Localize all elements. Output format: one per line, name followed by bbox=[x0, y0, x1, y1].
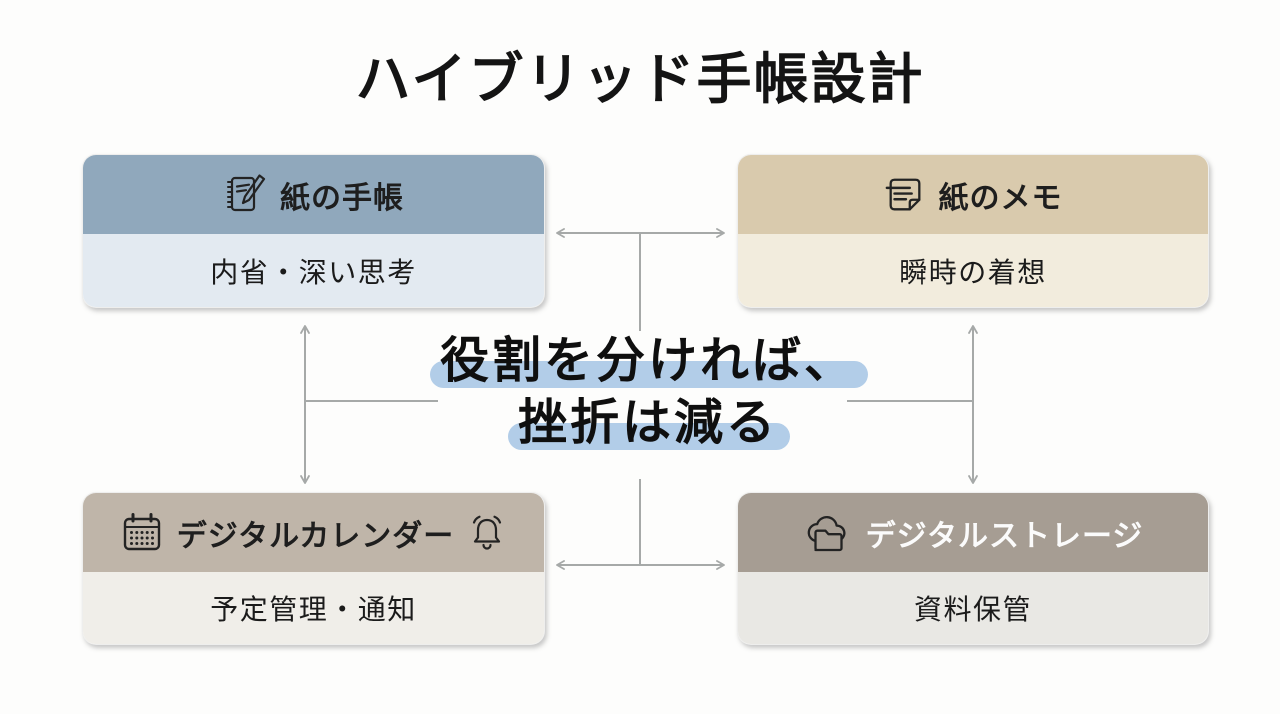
node-digital-storage-header: デジタルストレージ bbox=[738, 493, 1208, 572]
center-message: 役割を分ければ、 挫折は減る bbox=[429, 330, 869, 454]
page-title: ハイブリッド手帳設計 bbox=[355, 48, 925, 110]
node-digital-storage-description: 資料保管 bbox=[738, 572, 1208, 644]
node-paper-memo-header: 紙のメモ bbox=[738, 155, 1208, 234]
node-digital-storage-label: デジタルストレージ bbox=[865, 519, 1144, 553]
node-paper-notebook: 紙の手帳 内省・深い思考 bbox=[82, 154, 545, 308]
node-digital-storage: デジタルストレージ 資料保管 bbox=[737, 492, 1209, 645]
node-paper-notebook-header: 紙の手帳 bbox=[83, 155, 544, 234]
node-digital-calendar-label: デジタルカレンダー bbox=[176, 519, 455, 553]
node-paper-memo-label: 紙のメモ bbox=[938, 181, 1063, 215]
center-message-line1: 役割を分ければ、 bbox=[429, 330, 869, 392]
node-paper-memo: 紙のメモ 瞬時の着想 bbox=[737, 154, 1209, 308]
node-digital-calendar: デジタルカレンダー 予定管理・通知 bbox=[82, 492, 545, 645]
node-digital-calendar-description: 予定管理・通知 bbox=[83, 572, 544, 644]
center-message-line2: 挫折は減る bbox=[507, 392, 791, 454]
cloud-folder-icon bbox=[803, 510, 853, 556]
memo-icon bbox=[884, 174, 926, 216]
notebook-pen-icon bbox=[223, 173, 267, 217]
calendar-icon bbox=[120, 511, 164, 555]
node-paper-notebook-description: 内省・深い思考 bbox=[83, 234, 544, 307]
node-digital-calendar-header: デジタルカレンダー bbox=[83, 493, 544, 572]
node-paper-memo-description: 瞬時の着想 bbox=[738, 234, 1208, 307]
bell-icon bbox=[467, 513, 507, 553]
node-paper-notebook-label: 紙の手帳 bbox=[280, 181, 404, 215]
